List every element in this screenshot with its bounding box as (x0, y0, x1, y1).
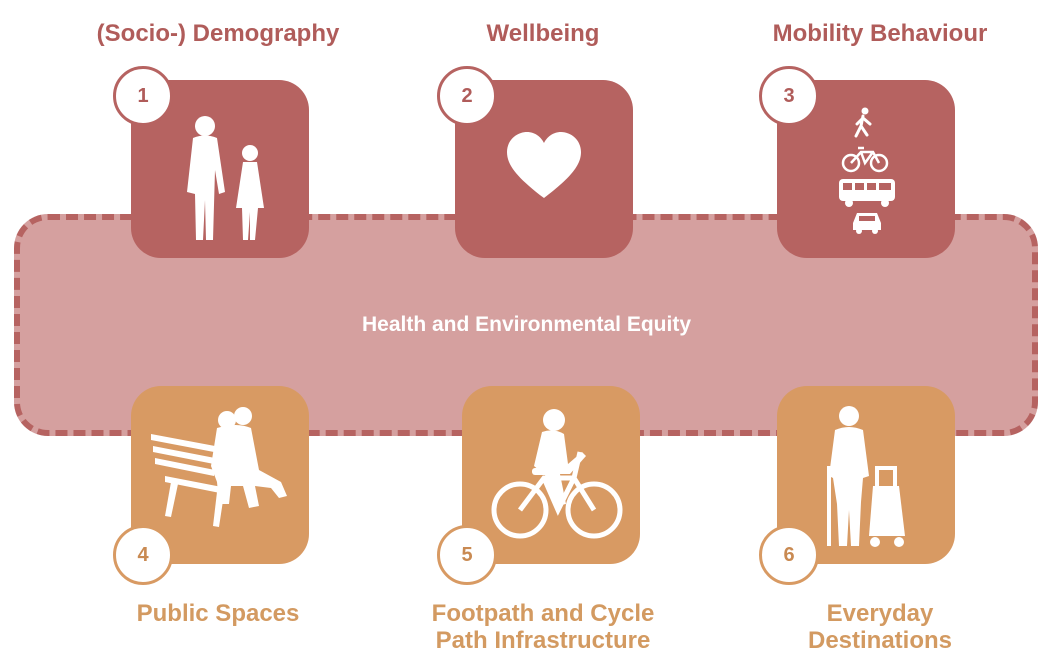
shopper-icon (827, 406, 905, 547)
badge-4: 4 (113, 525, 173, 585)
label-destinations-line1: Everyday (826, 600, 934, 627)
cyclist-icon (491, 409, 623, 539)
mobility-icon (839, 107, 895, 234)
label-infrastructure-line1: Footpath and Cycle (431, 600, 655, 627)
label-destinations-line2: Destinations (807, 627, 953, 654)
badge-1: 1 (113, 66, 173, 126)
label-wellbeing: Wellbeing (486, 20, 600, 47)
heart-icon (507, 132, 581, 198)
bench-icon (151, 407, 287, 527)
badge-6: 6 (759, 525, 819, 585)
label-infrastructure: Footpath and Cycle Path Infrastructure (383, 600, 703, 654)
label-infrastructure-line2: Path Infrastructure (435, 627, 651, 654)
badge-5: 5 (437, 525, 497, 585)
label-mobility: Mobility Behaviour (772, 20, 988, 47)
label-demography: (Socio-) Demography (96, 20, 340, 47)
label-destinations: Everyday Destinations (720, 600, 1040, 654)
label-public-spaces: Public Spaces (136, 600, 300, 627)
band-title: Health and Environmental Equity (361, 313, 692, 336)
badge-2: 2 (437, 66, 497, 126)
tile-infrastructure (462, 386, 640, 564)
badge-3: 3 (759, 66, 819, 126)
people-icon (187, 116, 264, 240)
